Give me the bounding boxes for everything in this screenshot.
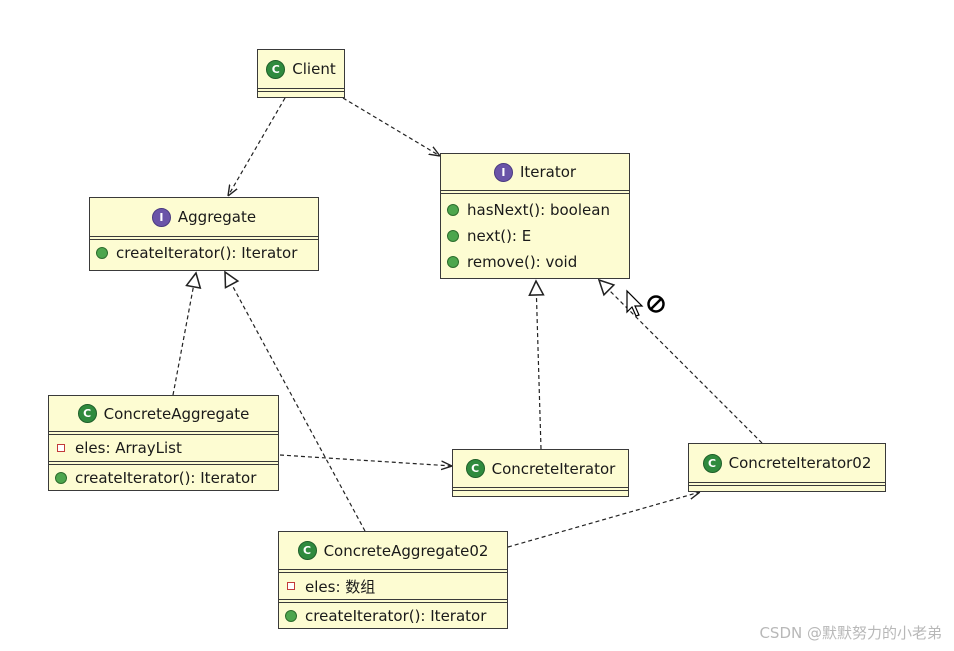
method-label: hasNext(): boolean [467, 201, 610, 219]
method-label: createIterator(): Iterator [75, 469, 257, 487]
concreteaggregate02-header: C ConcreteAggregate02 [279, 532, 507, 570]
method-label: createIterator(): Iterator [305, 607, 487, 625]
real-concreteiterator-iterator [536, 281, 541, 450]
public-method-icon [447, 230, 459, 242]
interface-name: Aggregate [177, 208, 257, 226]
concreteaggregate-methods: createIterator(): Iterator [49, 465, 278, 491]
concreteaggregate02-methods: createIterator(): Iterator [279, 603, 507, 629]
client-class[interactable]: C Client [257, 49, 345, 98]
field-label: eles: ArrayList [75, 439, 182, 457]
aggregate-methods: createIterator(): Iterator [90, 240, 318, 266]
field-row: eles: ArrayList [49, 435, 278, 461]
dep-concreteaggregate-concreteiterator [279, 454, 452, 466]
concreteiterator02-header: C ConcreteIterator02 [689, 444, 885, 483]
aggregate-header: I Aggregate [90, 198, 318, 237]
iterator-methods: hasNext(): boolean next(): E remove(): v… [441, 194, 629, 275]
cursor-icon [626, 289, 644, 317]
aggregate-interface[interactable]: I Aggregate createIterator(): Iterator [89, 197, 319, 271]
method-row: createIterator(): Iterator [90, 240, 318, 266]
private-field-icon [57, 444, 65, 452]
public-method-icon [55, 472, 67, 484]
real-concreteaggregate-aggregate [172, 273, 196, 396]
real-concreteiterator02-iterator [599, 280, 763, 444]
class-name: Client [292, 60, 336, 78]
public-method-icon [285, 610, 297, 622]
concreteiterator02-class[interactable]: C ConcreteIterator02 [688, 443, 886, 492]
method-row: createIterator(): Iterator [279, 603, 507, 629]
method-label: createIterator(): Iterator [116, 244, 298, 262]
class-name: ConcreteIterator [491, 459, 616, 478]
interface-icon: I [493, 162, 513, 182]
class-name: ConcreteIterator02 [728, 454, 872, 472]
field-label: eles: 数组 [305, 577, 376, 596]
method-row: hasNext(): boolean [441, 197, 629, 223]
dep-concreteaggregate02-concreteiterator02 [507, 492, 700, 548]
concreteiterator-header: C ConcreteIterator [453, 450, 628, 488]
method-row: createIterator(): Iterator [49, 465, 278, 491]
iterator-header: I Iterator [441, 154, 629, 191]
not-allowed-icon [647, 295, 665, 313]
concreteaggregate02-class[interactable]: C ConcreteAggregate02 eles: 数组 createIte… [278, 531, 508, 629]
public-method-icon [447, 204, 459, 216]
concreteaggregate02-fields: eles: 数组 [279, 573, 507, 600]
public-method-icon [96, 247, 108, 259]
private-field-icon [287, 582, 295, 590]
class-icon: C [702, 453, 722, 473]
method-row: next(): E [441, 223, 629, 249]
class-icon: C [465, 459, 485, 478]
dep-client-iterator [342, 97, 440, 156]
class-icon: C [297, 541, 317, 560]
method-row: remove(): void [441, 249, 629, 275]
concreteiterator-class[interactable]: C ConcreteIterator [452, 449, 629, 497]
class-icon: C [266, 59, 286, 79]
class-icon: C [77, 404, 97, 423]
interface-name: Iterator [519, 163, 577, 181]
class-name: ConcreteAggregate [103, 404, 250, 423]
field-row: eles: 数组 [279, 573, 507, 599]
concreteaggregate-class[interactable]: C ConcreteAggregate eles: ArrayList crea… [48, 395, 279, 491]
watermark: CSDN @默默努力的小老弟 [759, 624, 942, 642]
public-method-icon [447, 256, 459, 268]
concreteaggregate-fields: eles: ArrayList [49, 435, 278, 462]
class-name: ConcreteAggregate02 [323, 541, 489, 560]
interface-icon: I [151, 207, 171, 227]
method-label: remove(): void [467, 253, 578, 271]
client-header: C Client [258, 50, 344, 89]
real-concreteaggregate02-aggregate [225, 272, 366, 532]
method-label: next(): E [467, 227, 532, 245]
concreteaggregate-header: C ConcreteAggregate [49, 396, 278, 432]
dep-client-aggregate [228, 97, 286, 196]
iterator-interface[interactable]: I Iterator hasNext(): boolean next(): E … [440, 153, 630, 279]
